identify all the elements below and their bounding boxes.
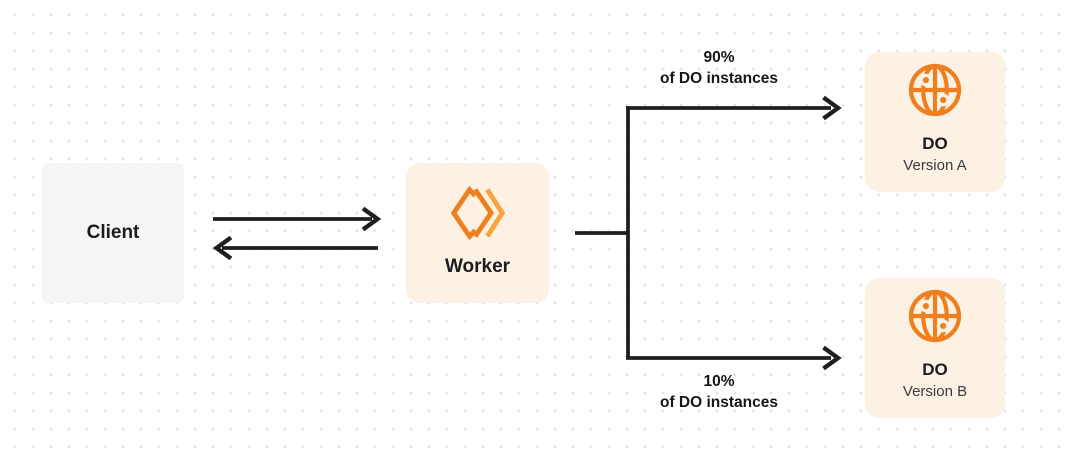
edge-label-10-line2: of DO instances [660, 394, 778, 411]
client-to-worker-arrow [213, 206, 382, 232]
client-node: Client [42, 163, 184, 303]
branch-trunk-line [575, 106, 630, 358]
do-version-a-subtitle: Version A [903, 157, 967, 174]
branch-arrow-to-version-b [626, 345, 842, 371]
edge-label-90-line2: of DO instances [660, 70, 778, 87]
do-version-b-node: DO Version B [865, 278, 1005, 418]
worker-node: Worker [406, 163, 549, 303]
worker-to-client-arrow [212, 235, 378, 261]
edge-label-90-line1: 90% [703, 49, 735, 66]
client-label: Client [86, 222, 140, 243]
globe-icon [908, 63, 962, 117]
worker-label: Worker [444, 256, 511, 277]
edge-label-10-line1: 10% [703, 373, 735, 390]
edge-label-90-percent: 90% of DO instances [599, 47, 839, 89]
do-version-a-node: DO Version A [865, 52, 1005, 192]
branch-arrow-to-version-a [626, 95, 842, 121]
workers-chevrons-icon [450, 185, 505, 241]
do-version-b-subtitle: Version B [902, 383, 968, 400]
edge-label-10-percent: 10% of DO instances [599, 371, 839, 413]
do-version-a-title: DO [922, 134, 948, 153]
do-version-b-title: DO [922, 360, 948, 379]
globe-icon [908, 289, 962, 343]
worker-chevron-light [484, 188, 505, 238]
